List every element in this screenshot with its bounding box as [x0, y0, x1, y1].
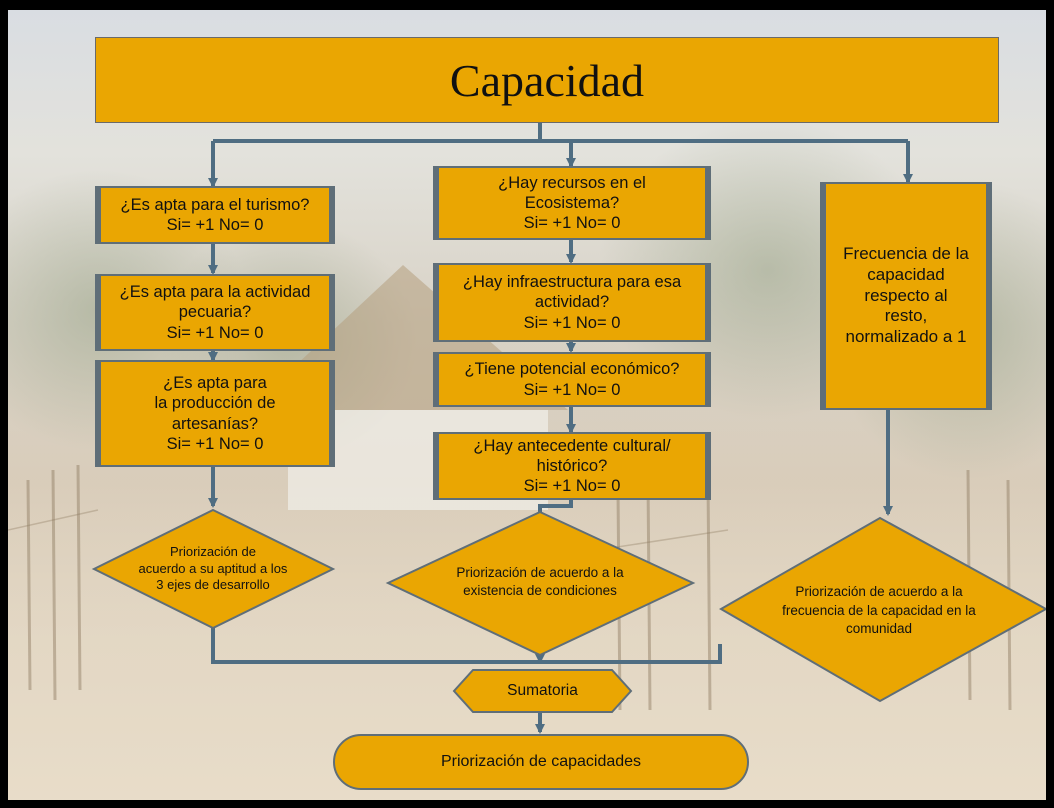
connector-decisions-merge — [211, 627, 722, 664]
slide: Capacidad ¿Es apta para el turismo? Si= … — [8, 10, 1046, 800]
process-box-frecuencia: Frecuencia de la capacidad respecto al r… — [820, 182, 992, 410]
sum-node-shape — [452, 669, 633, 713]
process-box-recursos-text: ¿Hay recursos en el Ecosistema? Si= +1 N… — [498, 173, 646, 233]
final-node: Priorización de capacidades — [333, 734, 749, 790]
process-box-recursos: ¿Hay recursos en el Ecosistema? Si= +1 N… — [433, 166, 711, 240]
decision-middle-shape — [385, 510, 696, 657]
process-box-potencial-text: ¿Tiene potencial económico? Si= +1 No= 0 — [464, 360, 680, 399]
diagram-title: Capacidad — [449, 54, 645, 106]
process-box-pecuaria: ¿Es apta para la actividad pecuaria? Si=… — [95, 274, 335, 351]
decision-left-text: Priorización de acuerdo a su aptitud a l… — [138, 543, 288, 593]
title-box: Capacidad — [95, 37, 999, 123]
process-box-turismo-text: ¿Es apta para el turismo? Si= +1 No= 0 — [120, 195, 310, 234]
process-box-frecuencia-text: Frecuencia de la capacidad respecto al r… — [843, 244, 969, 347]
connector-layer — [91, 123, 1046, 734]
process-box-potencial: ¿Tiene potencial económico? Si= +1 No= 0 — [433, 352, 711, 407]
process-box-antecedente-text: ¿Hay antecedente cultural/ histórico? Si… — [473, 436, 671, 496]
connector-title-branch — [213, 123, 908, 143]
process-box-turismo: ¿Es apta para el turismo? Si= +1 No= 0 — [95, 186, 335, 244]
sum-node-text: Sumatoria — [507, 682, 578, 699]
final-node-text: Priorización de capacidades — [440, 753, 642, 770]
decision-left-shape — [91, 508, 336, 630]
process-box-artesanias-text: ¿Es apta para la producción de artesanía… — [154, 374, 276, 453]
decision-middle-text: Priorización de acuerdo a la existencia … — [456, 564, 624, 598]
process-box-artesanias: ¿Es apta para la producción de artesanía… — [95, 360, 335, 467]
process-box-antecedente: ¿Hay antecedente cultural/ histórico? Si… — [433, 432, 711, 500]
connector-mid-4-decision — [538, 500, 573, 513]
process-box-infraestructura-text: ¿Hay infraestructura para esa actividad?… — [462, 273, 682, 332]
decision-right-shape — [718, 516, 1046, 703]
decision-right-text: Priorización de acuerdo a la frecuencia … — [782, 583, 976, 637]
process-box-infraestructura: ¿Hay infraestructura para esa actividad?… — [433, 263, 711, 342]
process-box-pecuaria-text: ¿Es apta para la actividad pecuaria? Si=… — [119, 283, 311, 342]
